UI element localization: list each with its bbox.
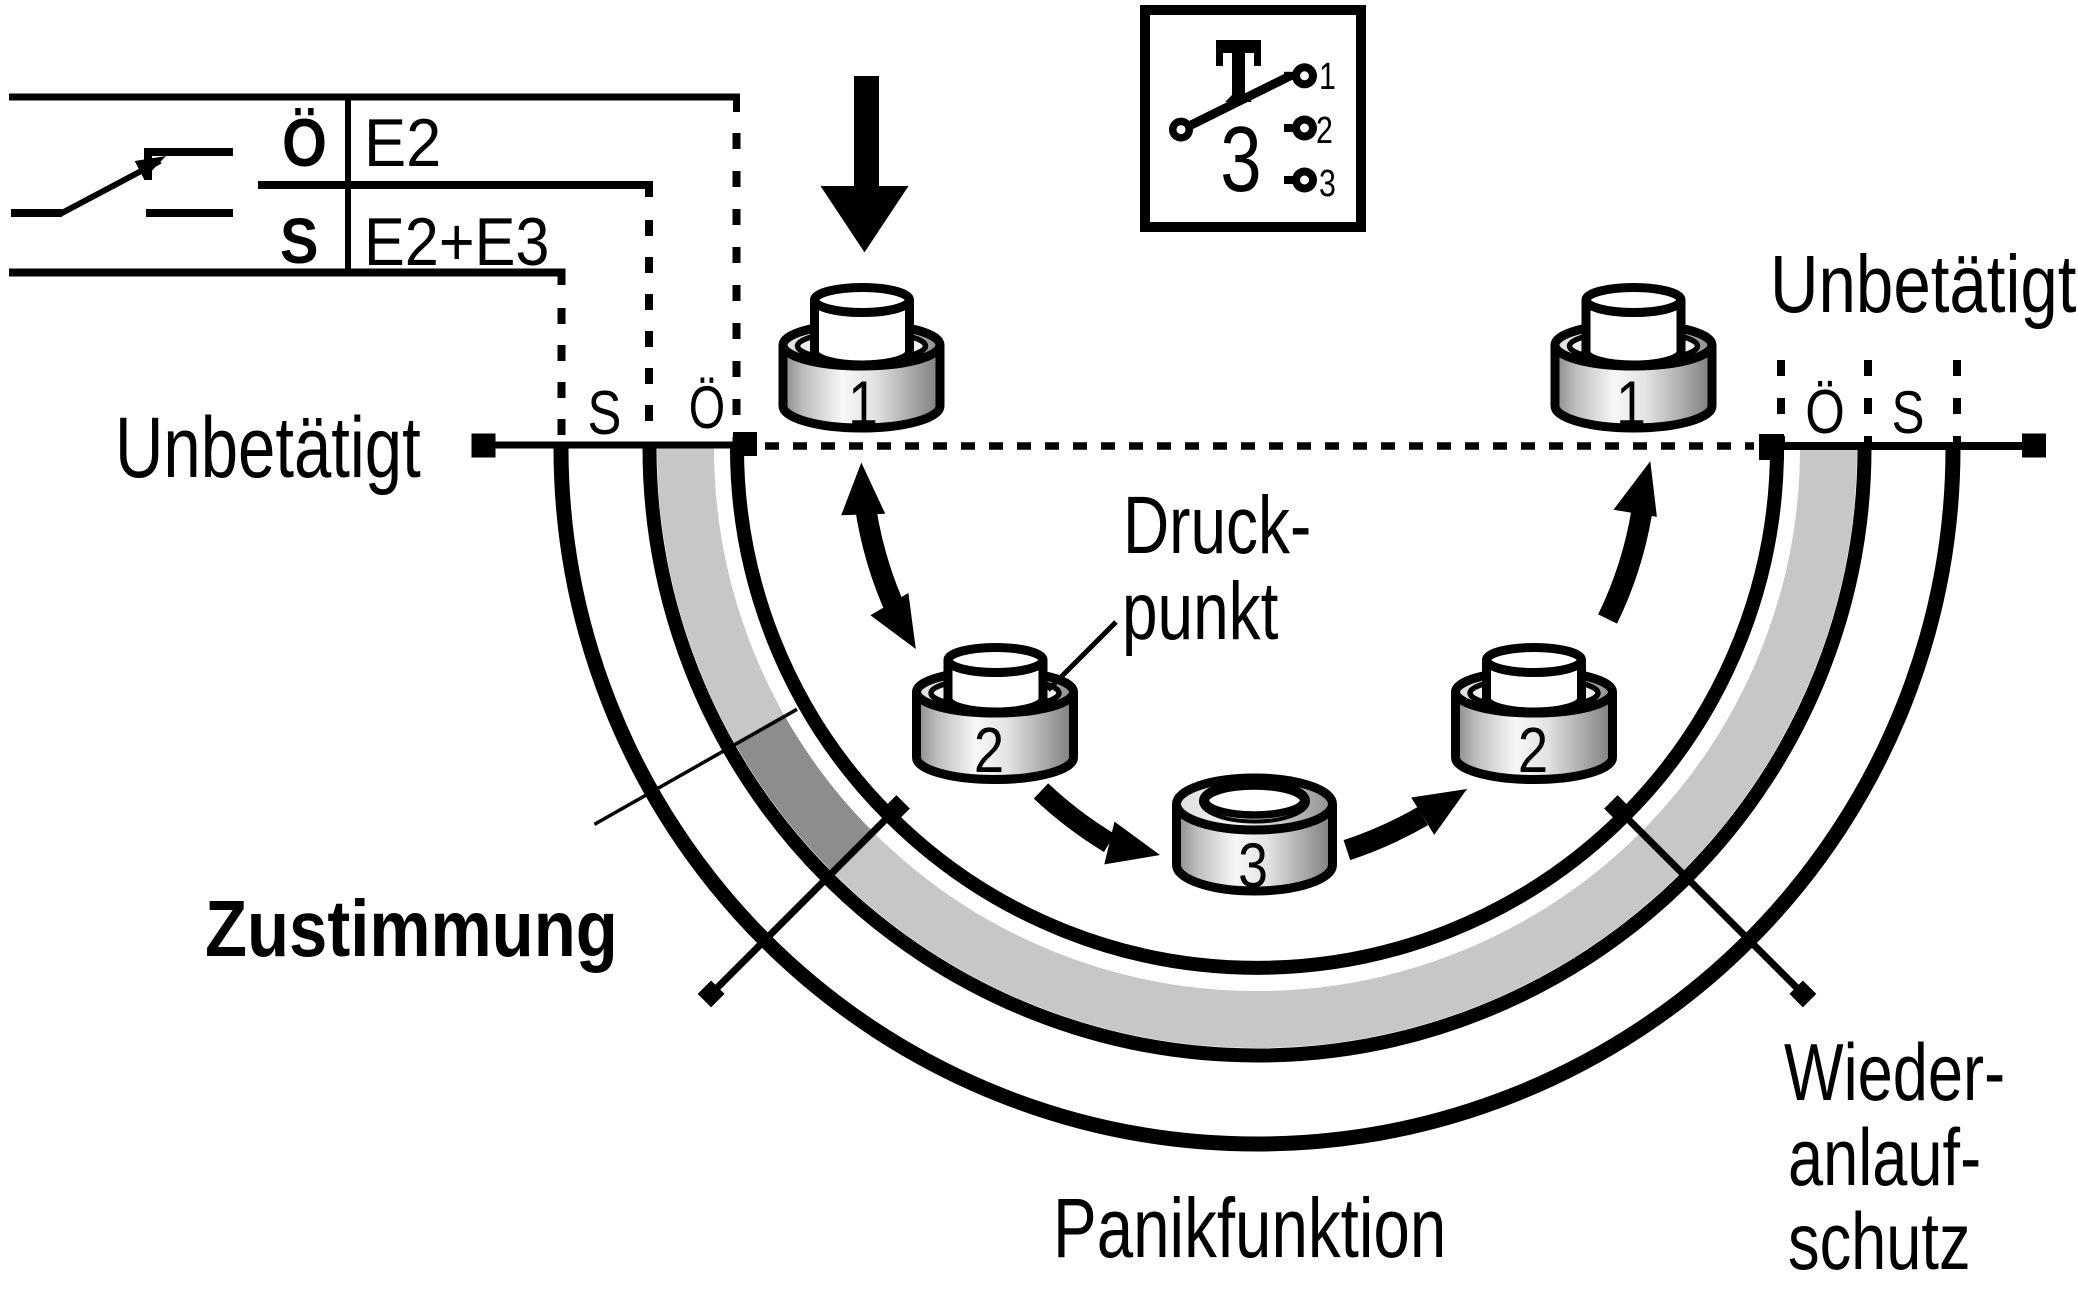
svg-text:Ö: Ö: [1805, 378, 1845, 447]
svg-text:Ö: Ö: [282, 106, 327, 181]
svg-text:Wieder-: Wieder-: [1784, 1028, 2005, 1118]
svg-text:S: S: [280, 205, 318, 276]
svg-text:schutz: schutz: [1788, 1197, 1971, 1287]
svg-text:E2: E2: [364, 105, 441, 181]
svg-text:Ö: Ö: [689, 374, 725, 441]
svg-text:Unbetätigt: Unbetätigt: [115, 400, 421, 496]
svg-text:Zustimmung: Zustimmung: [205, 883, 618, 973]
svg-text:3: 3: [1220, 107, 1261, 211]
svg-text:Druck-: Druck-: [1123, 478, 1311, 571]
svg-text:punkt: punkt: [1122, 564, 1278, 657]
svg-text:2: 2: [1518, 714, 1548, 786]
svg-text:1: 1: [848, 369, 878, 439]
svg-text:S: S: [1892, 378, 1925, 446]
svg-text:1: 1: [1319, 56, 1336, 98]
svg-text:2: 2: [974, 714, 1004, 786]
svg-text:3: 3: [1238, 831, 1268, 901]
svg-text:E2+E3: E2+E3: [364, 203, 549, 280]
svg-text:1: 1: [1616, 369, 1646, 439]
svg-text:Panikfunktion: Panikfunktion: [1053, 1181, 1446, 1275]
svg-text:Unbetätigt: Unbetätigt: [1770, 238, 2077, 330]
svg-text:2: 2: [1316, 110, 1333, 152]
svg-text:anlauf-: anlauf-: [1788, 1113, 1981, 1203]
svg-text:3: 3: [1319, 163, 1336, 205]
svg-text:S: S: [588, 379, 622, 448]
